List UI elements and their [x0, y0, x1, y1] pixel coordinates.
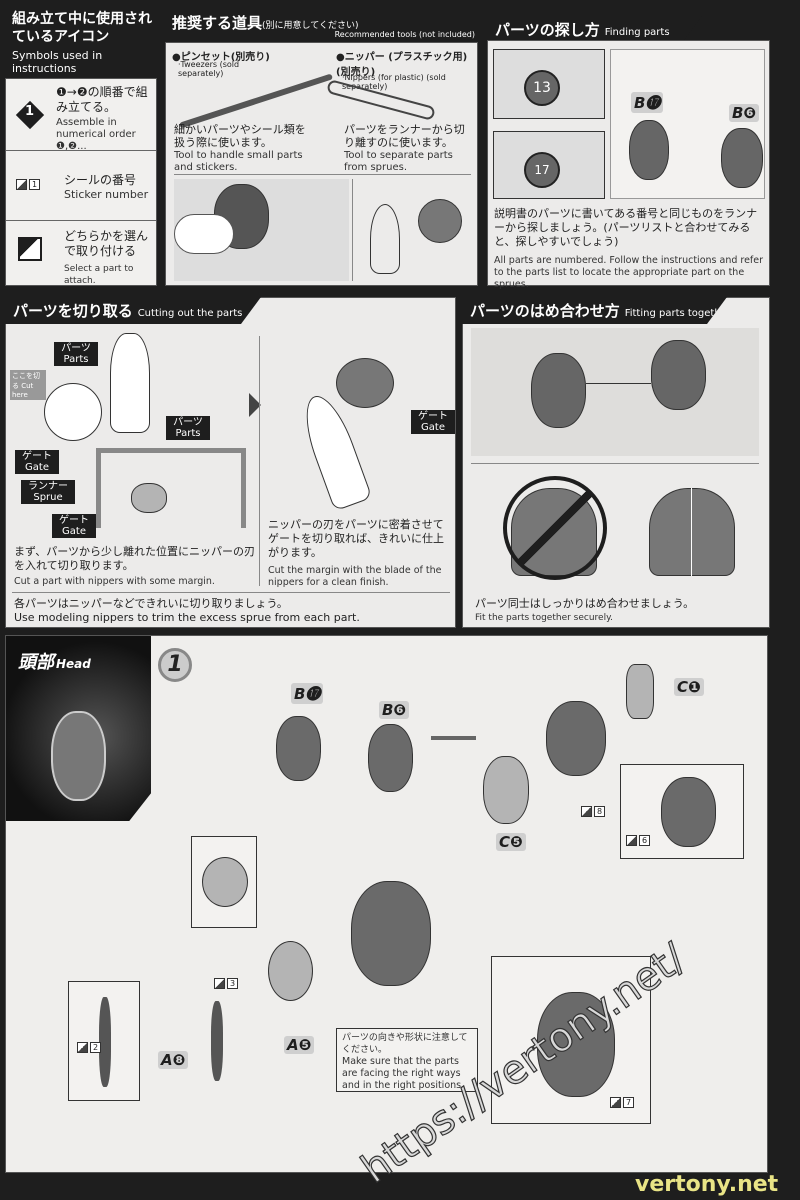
- symbols-panel: 1 ❶→❷の順番で組み立てる。 Assemble in numerical or…: [5, 78, 157, 286]
- tweezers-label-en: ·Tweezers (sold separately): [178, 60, 240, 78]
- antenna-detail-inset: 2: [68, 981, 140, 1101]
- caution-note: パーツの向きや形状に注意してください。 Make sure that the p…: [336, 1028, 478, 1092]
- step-jp: ❶→❷の順番で組み立てる。: [56, 85, 148, 114]
- sticker-symbol-row: 1 シールの番号 Sticker number: [6, 151, 156, 221]
- arrow-right-icon: [249, 393, 261, 417]
- sprue-closeup-13: 13: [493, 49, 605, 119]
- parts-label: パーツ Parts: [166, 416, 210, 440]
- gate-label: ゲート Gate: [15, 450, 59, 474]
- antenna-part: [211, 1001, 223, 1081]
- part-label-b6: B❻: [379, 701, 410, 719]
- fitting-desc-jp: パーツ同士はしっかりはめ合わせましょう。: [475, 597, 695, 610]
- step2-en: Cut the margin with the blade of the nip…: [268, 565, 442, 588]
- tools-heading: 推奨する道具(別に用意してください): [172, 14, 359, 32]
- step-symbol-row: 1 ❶→❷の順番で組み立てる。 Assemble in numerical or…: [6, 79, 156, 152]
- nippers-desc-jp: パーツをランナーから切り離すのに使います。: [344, 123, 465, 149]
- sprue-frame: [96, 448, 246, 528]
- sticker-icon: 1: [16, 179, 41, 190]
- part-label-c1: C❶: [674, 678, 704, 696]
- step2-jp: ニッパーの刃をパーツに密着させてゲートを切り取れば、きれいに仕上がります。: [268, 518, 444, 559]
- finding-panel: 13 17 B⓱ B❻ 説明書のパーツに書いてある番号と同じものをランナーから探…: [487, 40, 770, 290]
- completed-head-inset: 7: [491, 956, 651, 1124]
- sticker-jp: シールの番号: [64, 173, 137, 187]
- part-label-b17: B⓱: [291, 683, 324, 704]
- symbols-heading: 組み立て中に使用されているアイコン Symbols used in instru…: [12, 10, 152, 75]
- sticker-detail-inset: 6: [620, 764, 744, 859]
- tools-heading-en: Recommended tools (not included): [334, 30, 475, 39]
- step-number: 1: [25, 104, 35, 119]
- seam-line: [691, 488, 692, 576]
- nippers-icon: [110, 333, 150, 433]
- divider: [471, 463, 759, 464]
- nippers-icon: [295, 389, 373, 512]
- sticker-en: Sticker number: [64, 188, 149, 201]
- tweezers-desc-jp: 細かいパーツやシール類を扱う際に使います。: [174, 123, 306, 149]
- fitting-desc-en: Fit the parts together securely.: [475, 613, 613, 623]
- step-en: Assemble in numerical order ❶,❷...: [56, 117, 136, 152]
- head-title-en: Head: [56, 657, 91, 671]
- tools-panel: ●ピンセット(別売り) ·Tweezers (sold separately) …: [165, 42, 478, 286]
- nippers-usage-illustration: [356, 179, 471, 281]
- symbols-title-jp: 組み立て中に使用されているアイコン: [12, 11, 152, 45]
- tweezers-usage-illustration: [174, 179, 349, 281]
- select-en: Select a part to attach.: [64, 264, 134, 286]
- gate-label: ゲート Gate: [52, 514, 96, 538]
- nippers-label-jp: ●ニッパー (プラスチック用) (別売り): [336, 52, 468, 78]
- part-label-a8: A❽: [158, 1051, 189, 1069]
- cut-here-label: ここを切る Cut here: [10, 370, 46, 400]
- head-title-jp: 頭部: [18, 652, 54, 673]
- cut-closeup-circle: [44, 383, 102, 441]
- finding-desc-jp: 説明書のパーツに書いてある番号と同じものをランナーから探しましょう。(パーツリス…: [494, 207, 758, 248]
- select-jp: どちらかを選んで取り付ける: [64, 229, 149, 258]
- parts-label: パーツ Parts: [54, 342, 98, 366]
- footer-en: Use modeling nippers to trim the excess …: [14, 611, 360, 624]
- tweezers-desc-en: Tool to handle small parts and stickers.: [174, 150, 303, 173]
- symbols-title-en: Symbols used in instructions: [12, 49, 103, 75]
- part-label-c5: C❺: [496, 833, 526, 851]
- visor-detail-inset: [191, 836, 257, 928]
- parts-diagram: B⓱ B❻: [610, 49, 765, 199]
- sprue-closeup-17: 17: [493, 131, 605, 199]
- select-symbol-row: どちらかを選んで取り付ける Select a part to attach.: [6, 221, 156, 286]
- helmet-image: [51, 711, 106, 801]
- prohibited-icon: [503, 476, 607, 580]
- sticker-3: 3: [214, 978, 239, 989]
- sticker-8: 8: [581, 806, 606, 817]
- step-number-badge: 1: [158, 648, 192, 682]
- gate-label: ゲート Gate: [411, 410, 455, 434]
- divider: [12, 592, 450, 593]
- nippers-label-en: ·Nippers (for plastic) (sold separately): [342, 73, 446, 91]
- sprue-label: ランナー Sprue: [21, 480, 75, 504]
- select-part-icon: [18, 237, 42, 261]
- part-label-a5: A❺: [284, 1036, 315, 1054]
- tweezers-icon: [178, 73, 334, 129]
- footer-jp: 各パーツはニッパーなどできれいに切り取りましょう。: [14, 597, 288, 610]
- divider: [352, 179, 353, 281]
- step1-en: Cut a part with nippers with some margin…: [14, 576, 215, 587]
- arrow-icon: [431, 736, 476, 740]
- tweezers-label-jp: ●ピンセット(別売り): [172, 52, 270, 63]
- watermark-corner: vertony.net: [635, 1172, 779, 1197]
- step1-jp: まず、パーツから少し離れた位置にニッパーの刃を入れて切り取ります。: [14, 545, 256, 572]
- fitting-hands-illustration: [471, 328, 759, 456]
- nippers-desc-en: Tool to separate parts from sprues.: [344, 150, 453, 173]
- finding-desc-en: All parts are numbered. Follow the instr…: [494, 255, 764, 290]
- divider: [174, 174, 471, 175]
- divider: [259, 336, 260, 586]
